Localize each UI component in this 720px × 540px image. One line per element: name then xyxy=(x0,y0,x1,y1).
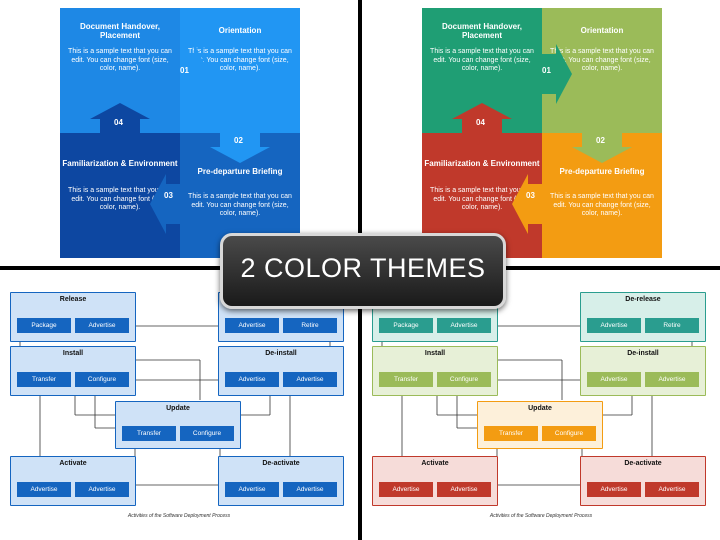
connector-lines xyxy=(381,325,693,486)
step-number: 02 xyxy=(234,136,243,145)
advertise-chip: Advertise xyxy=(587,318,641,333)
diagram-caption: Activities of the Software Deployment Pr… xyxy=(489,513,593,519)
tile-title: Familiarization & Environment xyxy=(62,159,178,168)
advertise-chip: Advertise xyxy=(437,482,491,497)
advertise-chip: Advertise xyxy=(437,318,491,333)
advertise-chip: Advertise xyxy=(283,482,337,497)
box-title: De-install xyxy=(627,350,659,357)
tile-body: This is a sample text that you can edit.… xyxy=(550,48,654,72)
advertise-chip: Advertise xyxy=(379,482,433,497)
tile-body: This is a sample text that you can edit.… xyxy=(68,48,172,72)
advertise-chip: Advertise xyxy=(587,482,641,497)
tile-title: Pre-departure Briefing xyxy=(197,167,283,176)
arrow-right-icon xyxy=(542,44,572,104)
box-title: De-activate xyxy=(624,460,662,467)
activate-box: Activate Advertise Advertise xyxy=(372,456,498,506)
package-chip: Package xyxy=(17,318,71,333)
release-box: Release Package Advertise xyxy=(10,292,136,342)
tile-title: Orientation xyxy=(580,26,624,35)
advertise-chip: Advertise xyxy=(225,482,279,497)
themes-banner: 2 COLOR THEMES xyxy=(220,233,506,309)
deactivate-box: De-activate Advertise Advertise xyxy=(580,456,706,506)
advertise-chip: Advertise xyxy=(17,482,71,497)
configure-chip: Configure xyxy=(75,372,129,387)
retire-chip: Retire xyxy=(645,318,699,333)
arrow-up-icon xyxy=(90,103,150,133)
tile-title: Document Handover, Placement xyxy=(79,22,160,40)
puzzle-color: Document Handover, Placement This is a s… xyxy=(422,8,662,258)
tile-body: This is a sample text that you can edit.… xyxy=(550,193,654,217)
deactivate-box: De-activate Advertise Advertise xyxy=(218,456,344,506)
retire-chip: Retire xyxy=(283,318,337,333)
configure-chip: Configure xyxy=(180,426,234,441)
puzzle-blue-panel: Document Handover, Placement This is a s… xyxy=(0,0,358,266)
advertise-chip: Advertise xyxy=(225,372,279,387)
tile-title: Familiarization & Environment xyxy=(424,159,540,168)
diagram-caption: Activities of the Software Deployment Pr… xyxy=(127,513,231,519)
tile-pre-departure: Pre-departure Briefing This is a sample … xyxy=(542,133,662,258)
transfer-chip: Transfer xyxy=(17,372,71,387)
arrow-up-icon xyxy=(452,103,512,133)
transfer-chip: Transfer xyxy=(484,426,538,441)
package-chip: Package xyxy=(379,318,433,333)
deployment-color-panel: Release Package Advertise De-release Adv… xyxy=(362,270,720,540)
step-number: 02 xyxy=(596,136,605,145)
update-box: Update Transfer Configure xyxy=(477,401,603,449)
advertise-chip: Advertise xyxy=(587,372,641,387)
step-number: 03 xyxy=(164,191,173,200)
step-number: 04 xyxy=(114,118,123,127)
step-number: 04 xyxy=(476,118,485,127)
configure-chip: Configure xyxy=(542,426,596,441)
box-title: Install xyxy=(62,350,84,357)
box-title: Activate xyxy=(421,460,449,467)
tile-title: Pre-departure Briefing xyxy=(559,167,645,176)
advertise-chip: Advertise xyxy=(75,318,129,333)
tile-body: This is a sample text that you can edit.… xyxy=(188,48,292,72)
step-number: 01 xyxy=(180,66,189,75)
tile-body: This is a sample text that you can edit.… xyxy=(430,48,534,72)
step-number: 03 xyxy=(526,191,535,200)
tile-body: This is a sample text that you can edit.… xyxy=(68,187,172,211)
install-box: Install Transfer Configure xyxy=(10,346,136,396)
box-title: Update xyxy=(166,405,190,412)
tile-document-handover: Document Handover, Placement This is a s… xyxy=(422,8,542,133)
arrow-down-icon xyxy=(210,133,270,163)
tile-title: Orientation xyxy=(218,26,262,35)
box-title: Activate xyxy=(59,460,87,467)
advertise-chip: Advertise xyxy=(645,372,699,387)
advertise-chip: Advertise xyxy=(225,318,279,333)
tile-orientation: Orientation This is a sample text that y… xyxy=(542,8,662,133)
puzzle-blue: Document Handover, Placement This is a s… xyxy=(60,8,300,258)
advertise-chip: Advertise xyxy=(645,482,699,497)
arrow-left-icon xyxy=(512,174,542,234)
tile-body: This is a sample text that you can edit.… xyxy=(430,187,534,211)
puzzle-color-panel: Document Handover, Placement This is a s… xyxy=(362,0,720,266)
deinstall-box: De-install Advertise Advertise xyxy=(218,346,344,396)
box-title: De-install xyxy=(265,350,297,357)
derelease-box: De-release Advertise Retire xyxy=(580,292,706,342)
transfer-chip: Transfer xyxy=(379,372,433,387)
box-title: Update xyxy=(528,405,552,412)
arrow-down-icon xyxy=(572,133,632,163)
box-title: De-activate xyxy=(262,460,300,467)
arrow-right-icon xyxy=(180,44,210,104)
tile-body: This is a sample text that you can edit.… xyxy=(188,193,292,217)
transfer-chip: Transfer xyxy=(122,426,176,441)
box-title: Release xyxy=(59,296,87,303)
deinstall-box: De-install Advertise Advertise xyxy=(580,346,706,396)
box-title: De-release xyxy=(625,296,661,303)
install-box: Install Transfer Configure xyxy=(372,346,498,396)
advertise-chip: Advertise xyxy=(75,482,129,497)
activate-box: Activate Advertise Advertise xyxy=(10,456,136,506)
advertise-chip: Advertise xyxy=(283,372,337,387)
configure-chip: Configure xyxy=(437,372,491,387)
deployment-blue-panel: Release Package Advertise De-release Adv… xyxy=(0,270,358,540)
tile-title: Document Handover, Placement xyxy=(441,22,522,40)
box-title: Install xyxy=(424,350,446,357)
step-number: 01 xyxy=(542,66,551,75)
update-box: Update Transfer Configure xyxy=(115,401,241,449)
arrow-left-icon xyxy=(150,174,180,234)
